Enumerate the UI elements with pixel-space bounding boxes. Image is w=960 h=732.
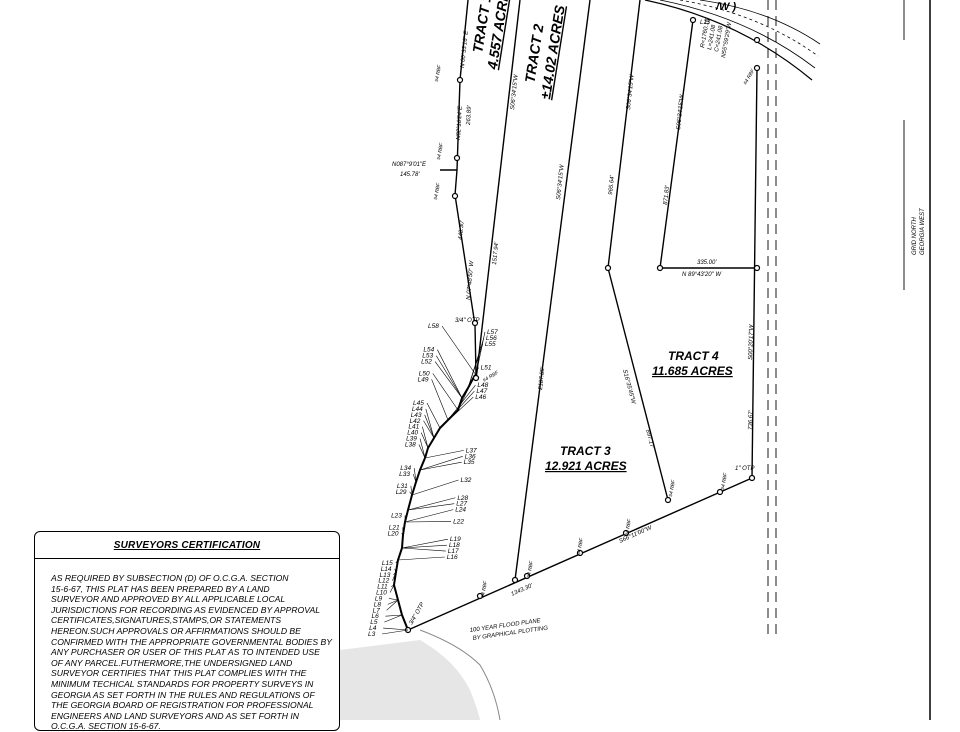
- leader-line: [448, 385, 475, 420]
- bearing-label: S06°34'15"W: [676, 93, 686, 130]
- certification-line: O.C.G.A. SECTION 15-6-67.: [51, 721, 329, 732]
- line-segment-label: L16: [447, 554, 458, 561]
- distance-label: 1517.94': [492, 241, 500, 265]
- leader-line: [436, 356, 462, 398]
- line-segment-label: L29: [396, 489, 407, 496]
- rebar-label: #4 RBF: [434, 64, 443, 83]
- leader-line: [405, 521, 451, 522]
- certification-line: AS REQUIRED BY SUBSECTION (d) OF O.C.G.A…: [51, 573, 329, 584]
- certification-line: SURVEYOR AND APPROVED BY ALL APPLICABLE …: [51, 594, 329, 605]
- distance-label: 965.64': [608, 174, 616, 195]
- monument-label: 3/4" OTP: [455, 318, 479, 324]
- leader-line: [435, 362, 462, 398]
- monument-label: 1" OTP: [735, 466, 754, 472]
- line-segment-label: L51: [481, 364, 492, 371]
- certification-line: OF ANY PARCEL.FUTHERMORE,THE UNDERSIGNED…: [51, 658, 329, 669]
- easement-lines: [768, 0, 904, 640]
- distance-label: 335.00': [697, 260, 717, 266]
- certification-line: THE GEORGIA BOARD OF REGISTRATION FOR PR…: [51, 700, 329, 711]
- leader-line: [408, 504, 454, 510]
- distance-label: 2187.85': [538, 366, 547, 391]
- distance-label: 448.30': [458, 219, 466, 240]
- leader-line: [388, 600, 398, 604]
- leader-line: [448, 391, 474, 420]
- distance-label: 871.83': [663, 184, 671, 205]
- bearing-label: N087°9'01"E: [392, 162, 427, 168]
- leader-line: [383, 628, 408, 630]
- grid-north-label: GEORGIA WEST: [920, 207, 926, 255]
- leader-line: [412, 480, 459, 495]
- line-segment-label: L24: [455, 507, 466, 514]
- certification-header: SURVEYORS CERTIFICATION: [35, 532, 339, 559]
- leader-line: [426, 409, 434, 438]
- rebar-label: #4 RBF: [526, 560, 535, 579]
- distance-label: 145.78': [400, 172, 420, 178]
- line-segment-label: L58: [428, 323, 439, 330]
- distance-label: 263.89': [466, 104, 473, 126]
- tract-4-acres: 11.685 ACRES: [652, 364, 733, 378]
- bearing-label: S00°20'17"W: [748, 323, 755, 360]
- leader-line: [442, 326, 476, 375]
- certification-line: 15-6-67, THIS PLAT HAS BEEN PREPARED BY …: [51, 584, 329, 595]
- rebar-label: #4 RBF: [743, 68, 757, 86]
- bearing-label: S06°34'15"W: [626, 73, 636, 110]
- bearing-label: N02°16'24"E: [456, 105, 464, 140]
- line-segment-label: L35: [464, 459, 475, 466]
- flood-plane-shade: [340, 640, 480, 720]
- certification-title: SURVEYORS CERTIFICATION: [114, 540, 260, 551]
- line-segment-label: L22: [453, 518, 464, 525]
- certification-line: GEORGIA AS SET FORTH IN THE RULES AND RE…: [51, 690, 329, 701]
- certification-line: HEREON.SUCH APPROVALS OR AFFIRMATIONS SH…: [51, 626, 329, 637]
- tract-3-acres: 12.921 ACRES: [545, 459, 627, 473]
- line-segment-label: L32: [461, 477, 472, 484]
- bearing-label: N 89°43'20" W: [682, 272, 722, 278]
- certification-line: SURVEYOR CERTIFIES THAT THIS PLAT COMPLI…: [51, 668, 329, 679]
- rebar-label: #4 RBF: [480, 580, 489, 599]
- line-segment-label: L49: [418, 376, 429, 383]
- tract-4-name: TRACT 4: [668, 349, 719, 363]
- bearing-label: S16°35'45"W: [621, 369, 636, 406]
- leader-line: [427, 403, 440, 428]
- distance-label: 1343.30': [510, 583, 534, 598]
- distance-label: 897.17': [644, 429, 655, 450]
- leader-line: [402, 548, 446, 551]
- line-segment-label: L55: [485, 341, 496, 348]
- line-label: L13: [700, 20, 711, 26]
- certification-line: JURISDICTIONS FOR RECORDING AS EVIDENCED…: [51, 605, 329, 616]
- leader-line: [387, 600, 398, 610]
- leader-line: [437, 350, 462, 398]
- bearing-label: N 07°48'50" W: [466, 259, 475, 300]
- certification-line: CERTIFICATES,SIGNATURES,STAMPS,OR STATEM…: [51, 615, 329, 626]
- line-segment-label: L46: [475, 394, 486, 401]
- certification-text: AS REQUIRED BY SUBSECTION (d) OF O.C.G.A…: [35, 559, 339, 732]
- tract-3-name: TRACT 3: [560, 444, 611, 458]
- surveyor-certification-box: SURVEYORS CERTIFICATION AS REQUIRED BY S…: [34, 531, 340, 731]
- line-segment-label: L3: [368, 631, 376, 638]
- monument-label: 3/4" OTP: [409, 602, 426, 626]
- leader-line: [432, 379, 448, 420]
- leader-line: [398, 557, 445, 560]
- leader-line: [425, 450, 464, 458]
- certification-line: CONFIRMED WITH THE APPROPRIATE GOVERNMEN…: [51, 637, 329, 648]
- bearing-label: N 00°33'16" E: [460, 29, 470, 68]
- rebar-label: #4 RBF: [436, 142, 445, 161]
- leader-line: [408, 498, 455, 510]
- line-segment-label: L33: [399, 471, 410, 478]
- line-segment-label: L38: [405, 441, 416, 448]
- leader-line: [405, 510, 453, 522]
- line-segment-label: L52: [421, 359, 432, 366]
- certification-line: MINIMUM TECHICAL STANDARDS FOR PROPERTY …: [51, 679, 329, 690]
- line-segment-label: L20: [388, 530, 399, 537]
- line-segment-label: L23: [391, 513, 402, 520]
- rebar-label: #4 RBF: [433, 182, 442, 201]
- leader-line: [424, 421, 434, 438]
- distance-label: 736.67': [748, 410, 755, 431]
- grid-north-label: GRID NORTH: [912, 216, 918, 255]
- road-label: /W ): [715, 1, 736, 13]
- certification-line: ANY PURCHASER OR USER OF THIS PLAT AS TO…: [51, 647, 329, 658]
- rebar-label: #4 RBF: [668, 479, 677, 498]
- leader-line: [382, 630, 408, 634]
- rebar-label: #4 RBF: [720, 472, 729, 491]
- leader-line: [425, 415, 434, 438]
